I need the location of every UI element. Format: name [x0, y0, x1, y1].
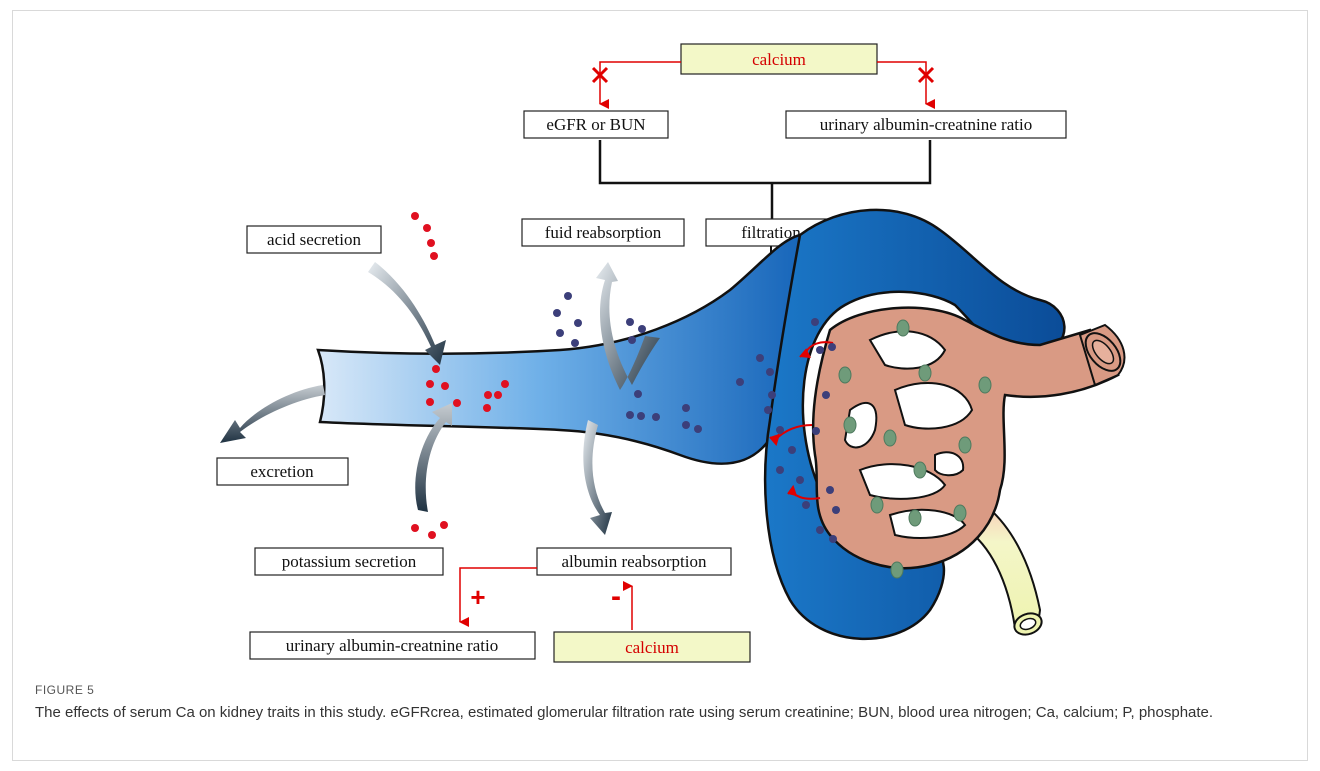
positive-effect-sign: + [470, 582, 485, 612]
potassium-secretion-box: potassium secretion [255, 548, 443, 575]
excretion-arrow [220, 385, 325, 443]
fluid-reabsorption-label: fuid reabsorption [545, 223, 662, 242]
uacr-top-box: urinary albumin-creatnine ratio [786, 111, 1066, 138]
uacr-bottom-box: urinary albumin-creatnine ratio [250, 632, 535, 659]
uacr-bottom-label: urinary albumin-creatnine ratio [286, 636, 498, 655]
albumin-reabsorption-arrow [583, 420, 612, 535]
kidney-diagram: calcium eGFR or BUN urinary albumin-crea… [0, 0, 1320, 680]
renal-tubule [318, 235, 810, 464]
excretion-box: excretion [217, 458, 348, 485]
bottom-effect-arrows: + - [460, 568, 632, 630]
acid-secretion-label: acid secretion [267, 230, 361, 249]
acid-secretion-box: acid secretion [247, 226, 381, 253]
albumin-reabsorption-label: albumin reabsorption [562, 552, 707, 571]
excretion-label: excretion [250, 462, 314, 481]
egfr-bun-label: eGFR or BUN [546, 115, 645, 134]
potassium-secretion-label: potassium secretion [282, 552, 417, 571]
figure-caption: The effects of serum Ca on kidney traits… [35, 703, 1275, 723]
albumin-reabsorption-box: albumin reabsorption [537, 548, 731, 575]
figure-label: FIGURE 5 [35, 683, 94, 697]
bracket-connector [600, 140, 930, 219]
negative-effect-sign: - [611, 580, 621, 613]
egfr-bun-box: eGFR or BUN [524, 111, 668, 138]
fluid-reabsorption-box: fuid reabsorption [522, 219, 684, 246]
acid-secretion-arrow [368, 262, 446, 365]
bottom-calcium-box: calcium [554, 632, 750, 662]
top-calcium-box: calcium [681, 44, 877, 74]
uacr-top-label: urinary albumin-creatnine ratio [820, 115, 1032, 134]
calcium-top-label: calcium [752, 50, 806, 69]
calcium-bottom-label: calcium [625, 638, 679, 657]
